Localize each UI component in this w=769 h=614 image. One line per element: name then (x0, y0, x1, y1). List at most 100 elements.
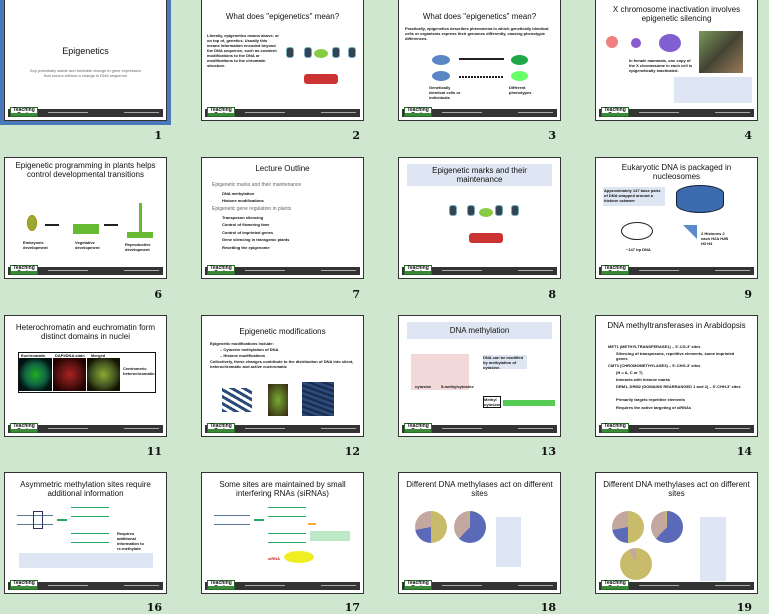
slide-thumbnail-6[interactable]: Epigenetic programming in plants helps c… (4, 157, 167, 279)
logo: Teaching Tools (207, 423, 235, 434)
bullet: MET1 (METHYLTRANSFERASE1) – 5'-CG-3' sit… (608, 344, 701, 349)
body-line: – Histone modifications (220, 353, 266, 358)
slide-title: DNA methyltransferases in Arabidopsis (607, 321, 746, 330)
slide-number: 7 (352, 288, 360, 301)
slide-number: 6 (154, 288, 162, 301)
pie-chart (454, 511, 486, 543)
slide-title: X chromosome inactivation involves epige… (612, 5, 741, 23)
slide-thumbnail-12[interactable]: Epigenetic modifications Epigenetic modi… (201, 315, 364, 437)
pie-chart (620, 548, 652, 580)
slide-thumbnail-1[interactable]: Epigenetics Any potentially stable and h… (4, 0, 167, 121)
pie-chart (651, 511, 683, 543)
panel-label: DAPI/DNA stain (55, 353, 85, 358)
slide-thumbnail-17[interactable]: Some sites are maintained by small inter… (201, 472, 364, 594)
slide-thumbnail-3[interactable]: What does "epigenetics" mean? Practicall… (398, 0, 561, 121)
info-box: Approximately 147 base pairs of DNA wrap… (603, 187, 665, 206)
logo: Teaching Tools (404, 580, 432, 591)
panel-label: Euchromatin (21, 353, 46, 358)
section-head: Epigenetic gene regulation in plants (212, 206, 292, 212)
annotation: Centromeric heterochromatin (123, 366, 155, 376)
annotation: Requires additional information to re-me… (117, 531, 144, 551)
body-line: Epigenetic modifications include: (210, 341, 274, 346)
slide-thumbnail-9[interactable]: Eukaryotic DNA is packaged in nucleosome… (595, 157, 758, 279)
logo: Teaching Tools (10, 265, 38, 276)
label: Methyl cytosine (483, 396, 501, 408)
label: 5-methylcytosine (441, 384, 474, 389)
slide-thumbnail-14[interactable]: DNA methyltransferases in Arabidopsis ME… (595, 315, 758, 437)
slide-title: Epigenetic marks and their maintenance (407, 164, 552, 186)
slide-number: 16 (146, 601, 162, 614)
body-line: Collectively, these changes contribute t… (210, 359, 354, 369)
logo: Teaching Tools (601, 580, 629, 591)
bullet: Interacts with histone marks (616, 377, 671, 382)
bullet: (H = A, C or T) (616, 370, 643, 375)
logo: Teaching Tools (207, 107, 235, 118)
label: Reproductive development (125, 242, 151, 252)
slide-number: 13 (540, 445, 556, 458)
logo: Teaching Tools (404, 265, 432, 276)
slide-title: Epigenetic programming in plants helps c… (15, 161, 156, 179)
logo: Teaching Tools (404, 107, 432, 118)
outline-item: Resetting the epigenome (222, 245, 270, 250)
slide-title: What does "epigenetics" mean? (422, 12, 537, 21)
label: Vegetative development (75, 240, 100, 250)
slide-number: 12 (344, 445, 360, 458)
logo: Teaching Tools (10, 580, 38, 591)
pie-chart (415, 511, 447, 543)
slide-number: 17 (344, 601, 360, 614)
body-line: – Cytosine methylation of DNA (220, 347, 279, 352)
logo: Teaching Tools (10, 107, 38, 118)
slide-number: 19 (736, 601, 752, 614)
slide-number: 2 (352, 129, 360, 142)
slide-number: 8 (548, 288, 556, 301)
slide-title: What does "epigenetics" mean? (225, 12, 340, 21)
bullet: DRM1, DRM2 (DOMAINS REARRANGED 1 and 2) … (616, 384, 741, 389)
slide-number: 18 (540, 601, 556, 614)
slide-title: Heterochromatin and euchromatin form dis… (15, 323, 156, 341)
slide-thumbnail-16[interactable]: Asymmetric methylation sites require add… (4, 472, 167, 594)
slide-title: Epigenetics (62, 46, 109, 56)
slide-number: 11 (146, 445, 162, 458)
slide-thumbnail-8[interactable]: Epigenetic marks and their maintenance T… (398, 157, 561, 279)
slide-title: Eukaryotic DNA is packaged in nucleosome… (621, 163, 732, 181)
slide-thumbnail-7[interactable]: Lecture Outline Epigenetic marks and the… (201, 157, 364, 279)
slide-title: Some sites are maintained by small inter… (219, 480, 346, 498)
slide-subtitle: Any potentially stable and heritable cha… (30, 68, 141, 78)
logo: Teaching Tools (601, 265, 629, 276)
slide-body: Literally, epigenetics means above, or o… (207, 33, 279, 68)
slide-thumbnail-11[interactable]: Heterochromatin and euchromatin form dis… (4, 315, 167, 437)
label: Embryonic development (23, 240, 48, 250)
slide-number: 1 (154, 129, 162, 142)
label: 2 Histones 2 each H2A H2B H3 H4 (701, 231, 729, 246)
slide-number: 9 (744, 288, 752, 301)
slide-title: Asymmetric methylation sites require add… (20, 480, 151, 498)
pie-chart (612, 511, 644, 543)
logo: Teaching Tools (601, 423, 629, 434)
slide-thumbnail-2[interactable]: What does "epigenetics" mean? Literally,… (201, 0, 364, 121)
slide-thumbnail-19[interactable]: Different DNA methylases act on differen… (595, 472, 758, 594)
label: Genetically identical cells or individua… (429, 85, 461, 100)
slide-title: Different DNA methylases act on differen… (406, 480, 553, 498)
label: Different phenotypes (509, 85, 532, 95)
label: siRNA (268, 556, 281, 561)
logo: Teaching Tools (601, 107, 629, 118)
bullet: Silencing of transposons, repetitive ele… (616, 351, 735, 361)
outline-item: Transposon silencing (222, 215, 264, 220)
outline-item: Control of imprinted genes (222, 230, 274, 235)
logo: Teaching Tools (207, 580, 235, 591)
panel-label: Merged (91, 353, 106, 358)
outline-item: Gene silencing in transgenic plants (222, 237, 290, 242)
bullet: CMT3 (CHROMOMETHYLASE3) – 5'-CHG-3' site… (608, 363, 701, 368)
slide-thumbnail-18[interactable]: Different DNA methylases act on differen… (398, 472, 561, 594)
slide-title: Different DNA methylases act on differen… (603, 480, 750, 498)
slide-number: 3 (548, 129, 556, 142)
logo: Teaching Tools (10, 423, 38, 434)
slide-title: Lecture Outline (255, 164, 310, 173)
bullet: Primarily targets repetitive elements (616, 397, 685, 402)
label: cytosine (415, 384, 432, 389)
slide-thumbnail-13[interactable]: DNA methylation cytosine 5-methylcytosin… (398, 315, 561, 437)
bullet: Requires the active targeting of siRNAs (616, 405, 692, 410)
slide-title: Epigenetic modifications (239, 327, 326, 336)
outline-item: Histone modifications (222, 198, 264, 203)
slide-thumbnail-4[interactable]: X chromosome inactivation involves epige… (595, 0, 758, 121)
